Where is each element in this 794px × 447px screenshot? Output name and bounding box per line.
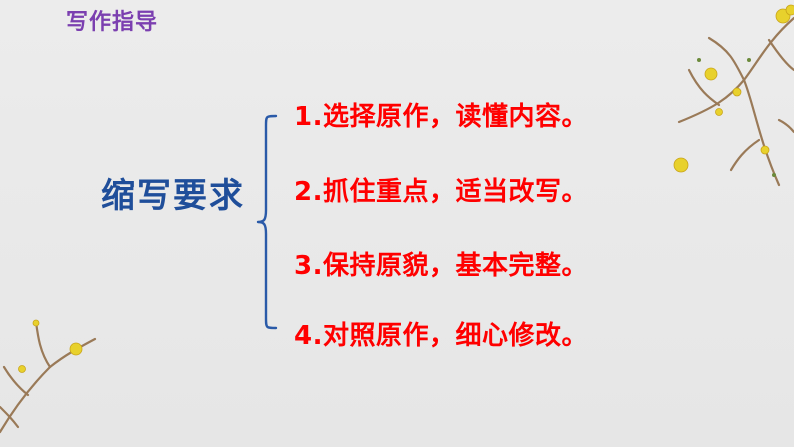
- main-label: 缩写要求: [101, 176, 245, 216]
- plum-blossom-branch-icon: [673, 4, 794, 187]
- plum-blossom-branch-icon: [0, 319, 97, 434]
- requirement-item-1: 1.选择原作，读懂内容。: [294, 102, 588, 132]
- left-brace: [256, 114, 278, 330]
- requirement-item-2: 2.抓住重点，适当改写。: [294, 177, 588, 207]
- requirement-item-4: 4.对照原作，细心修改。: [294, 321, 588, 351]
- requirement-item-3: 3.保持原貌，基本完整。: [294, 251, 588, 281]
- page-title: 写作指导: [66, 10, 159, 35]
